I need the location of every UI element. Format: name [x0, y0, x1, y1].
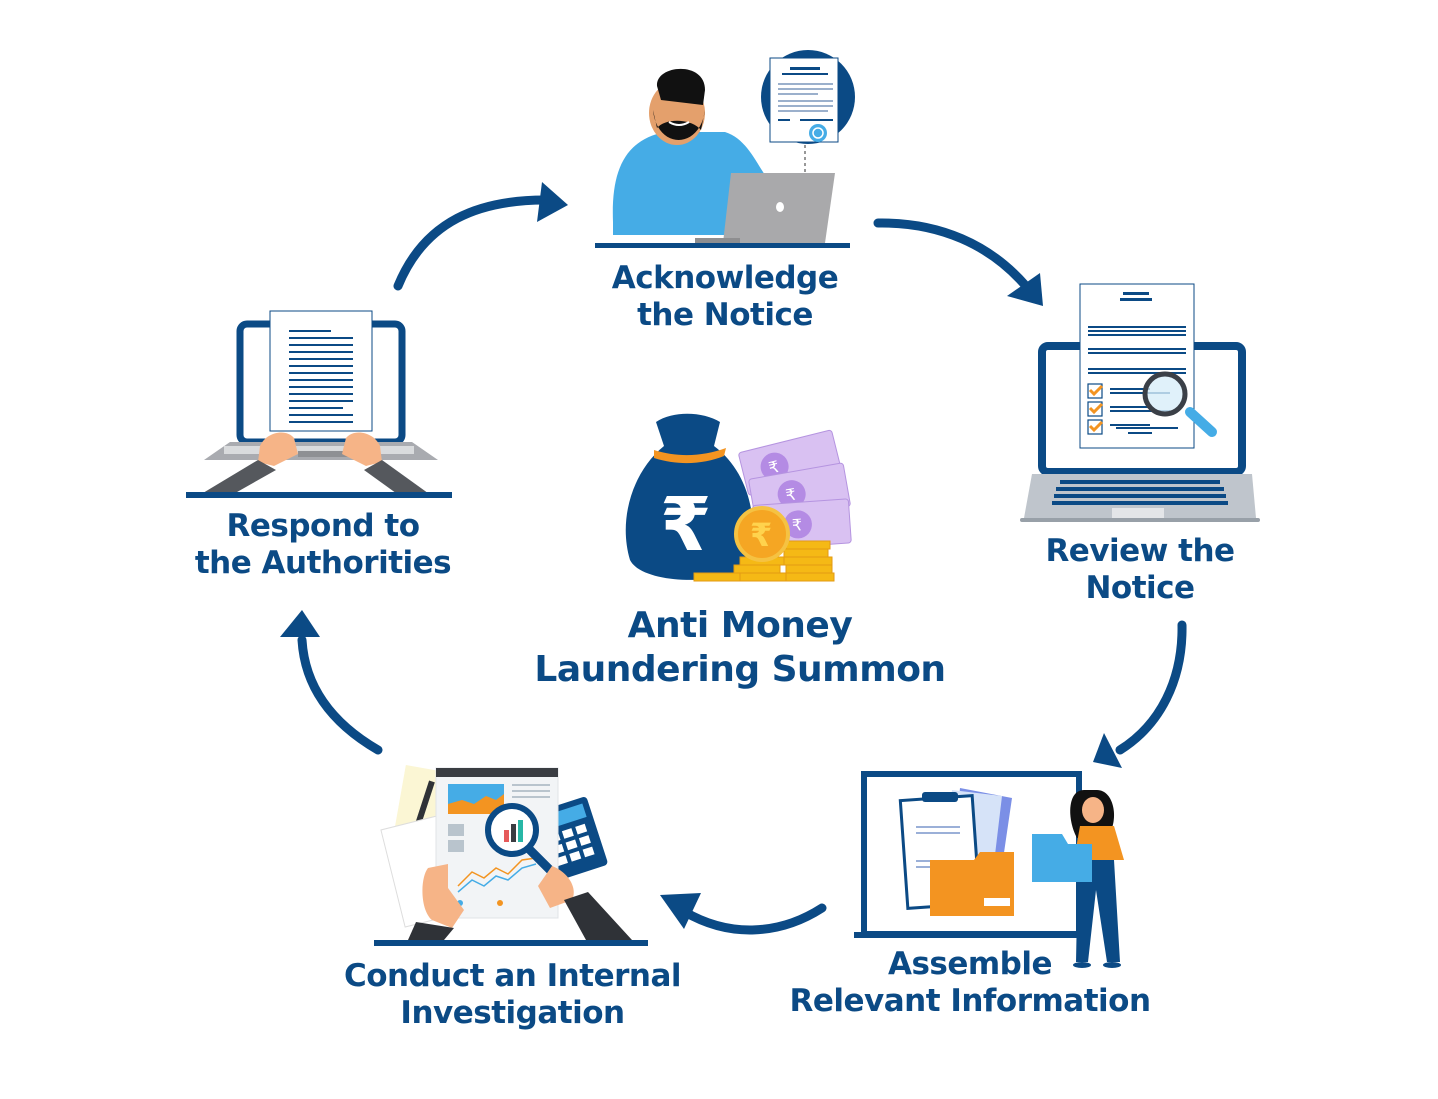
step-acknowledge-label: Acknowledge the Notice	[611, 260, 839, 334]
step-investigate-label: Conduct an Internal Investigation	[344, 958, 682, 1032]
arrow-respond-to-acknowledge	[393, 195, 550, 291]
svg-text:₹: ₹	[784, 485, 797, 505]
svg-text:₹: ₹	[791, 515, 802, 535]
step-review-label: Review the Notice	[1045, 533, 1235, 607]
arrow-investigate-to-respond	[297, 635, 383, 755]
svg-text:₹: ₹	[750, 516, 772, 554]
hands-typing-laptop-icon	[186, 310, 452, 498]
report-analysis-magnifier-icon	[374, 765, 648, 946]
woman-with-folders-icon	[854, 771, 1124, 968]
arrow-acknowledge-to-review	[873, 218, 1030, 290]
step-assemble-label: Assemble Relevant Information	[789, 946, 1151, 1020]
man-at-laptop-with-certificate-icon	[595, 50, 855, 248]
arrowhead-3	[1093, 733, 1122, 768]
svg-text:₹: ₹	[767, 457, 781, 478]
arrowhead-4	[660, 893, 701, 929]
center-title: Anti Money Laundering Summon	[534, 605, 946, 690]
arrow-review-to-assemble	[1115, 620, 1187, 755]
laptop-document-magnifier-icon	[1020, 283, 1260, 522]
arrow-assemble-to-investigate	[680, 903, 827, 935]
arrowhead-2	[1007, 273, 1043, 306]
arrowhead-5	[280, 610, 320, 637]
svg-text:₹: ₹	[660, 482, 712, 568]
arrowhead-1	[537, 182, 568, 222]
money-bag-rupee-icon: ₹ ₹ ₹ ₹ ₹	[625, 413, 852, 582]
step-respond-label: Respond to the Authorities	[194, 508, 452, 582]
